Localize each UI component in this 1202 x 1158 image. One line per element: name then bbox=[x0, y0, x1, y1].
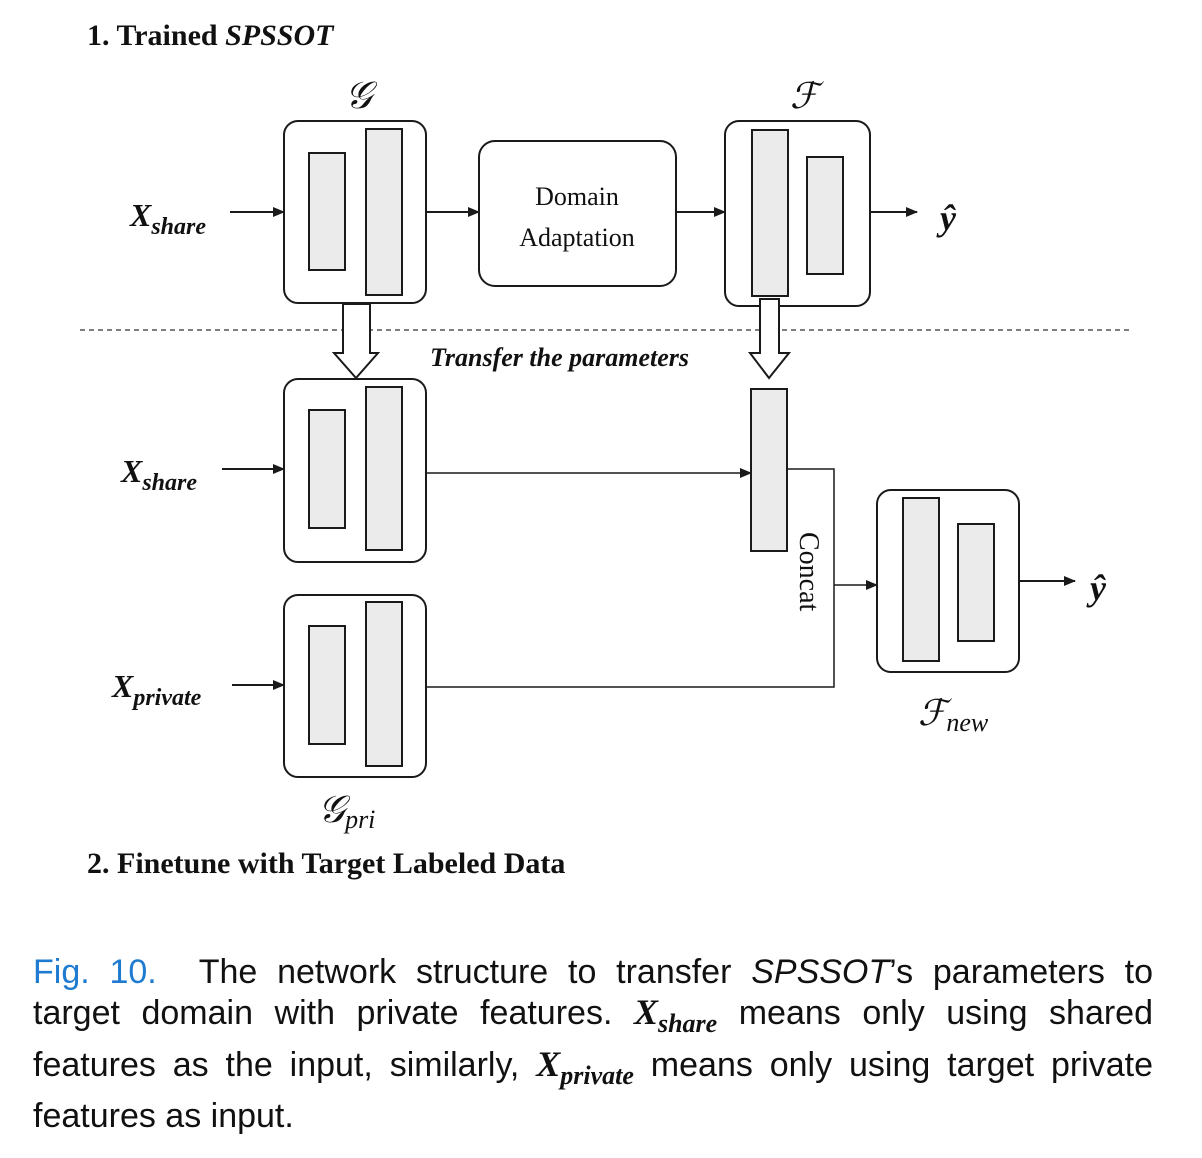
g-label: 𝒢 bbox=[345, 75, 378, 117]
f-new-block bbox=[876, 489, 1020, 673]
caption-text-2: ’s parameters to target domain with priv… bbox=[33, 953, 1153, 1032]
transfer-arrow-left bbox=[331, 303, 381, 380]
y-hat-top: ŷ bbox=[936, 198, 957, 238]
caption-x-private-var: X bbox=[536, 1044, 561, 1084]
x-share-label-bottom: Xshare bbox=[120, 453, 197, 496]
y-hat-bottom: ŷ bbox=[1086, 568, 1107, 608]
section1-heading: 1. Trained SPSSOT bbox=[87, 19, 335, 52]
connector-fbar-concat bbox=[787, 468, 835, 585]
g-copy-block bbox=[283, 378, 427, 563]
x-private-label: Xprivate bbox=[111, 668, 202, 711]
caption-italic-name: SPSSOT bbox=[751, 953, 890, 991]
connector-gpri-concat bbox=[426, 585, 835, 688]
x-share-label-top: Xshare bbox=[129, 197, 206, 240]
f-block bbox=[724, 120, 871, 307]
caption-x-share-sub: share bbox=[657, 1009, 718, 1038]
domain-adaptation-block: Domain Adaptation bbox=[478, 140, 677, 287]
f-new-label: ℱnew bbox=[918, 693, 989, 737]
caption-text-1: The network structure to transfer bbox=[198, 953, 752, 991]
g-pri-block bbox=[283, 594, 427, 778]
figure-number: Fig. 10. bbox=[33, 953, 157, 991]
caption-x-share-var: X bbox=[633, 992, 658, 1032]
caption-text-4: means only using target private features… bbox=[33, 1046, 1153, 1135]
transfer-label: Transfer the parameters bbox=[430, 343, 689, 372]
svg-text:Adaptation: Adaptation bbox=[519, 223, 635, 252]
network-diagram: 1. Trained SPSSOT 𝒢 ℱ Xshare Domain Adap… bbox=[80, 19, 1132, 880]
f-label: ℱ bbox=[790, 76, 824, 116]
f-copy-bar bbox=[750, 388, 788, 552]
figure-caption: Fig. 10. The network structure to transfe… bbox=[33, 952, 1153, 1136]
g-block bbox=[283, 120, 427, 304]
caption-x-private-sub: private bbox=[560, 1061, 634, 1090]
g-pri-label: 𝒢pri bbox=[318, 789, 375, 834]
svg-text:Domain: Domain bbox=[535, 182, 619, 211]
concat-label: Concat bbox=[793, 532, 824, 612]
caption-text-3: means only using shared features as the … bbox=[33, 994, 1153, 1084]
transfer-arrow-right bbox=[747, 298, 792, 380]
section2-heading: 2. Finetune with Target Labeled Data bbox=[87, 847, 565, 880]
